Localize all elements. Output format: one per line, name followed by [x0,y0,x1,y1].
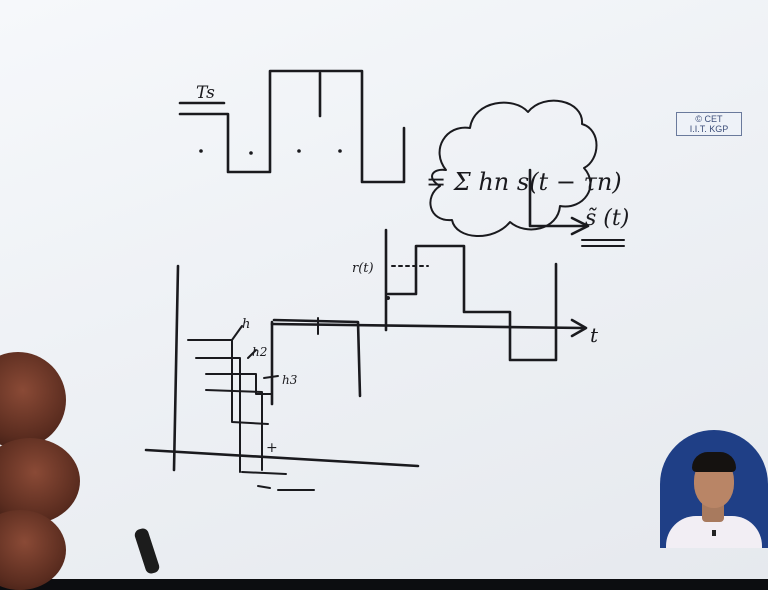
logo-line-2: I.I.T. KGP [677,124,741,134]
logo-line-1: © CET [677,114,741,124]
time-axis [272,320,586,336]
h1-label: h [242,317,250,332]
lapel-mic-icon [712,530,716,536]
plus-label: + [266,440,278,456]
cet-iitkgp-logo: © CET I.I.T. KGP [676,112,742,136]
received-waveform [386,230,556,360]
rt-label: r(t) [352,261,374,276]
formula-text: = Σ hn s(t − τn) [426,168,622,196]
symbol-period-label: Ts [196,83,215,103]
presenter-video-inset [660,430,768,548]
h2-label: h2 [252,345,267,359]
h3-label: h3 [282,373,298,387]
output-signal-label: s̃ (t) [585,206,629,231]
time-axis-label: t [590,323,599,347]
